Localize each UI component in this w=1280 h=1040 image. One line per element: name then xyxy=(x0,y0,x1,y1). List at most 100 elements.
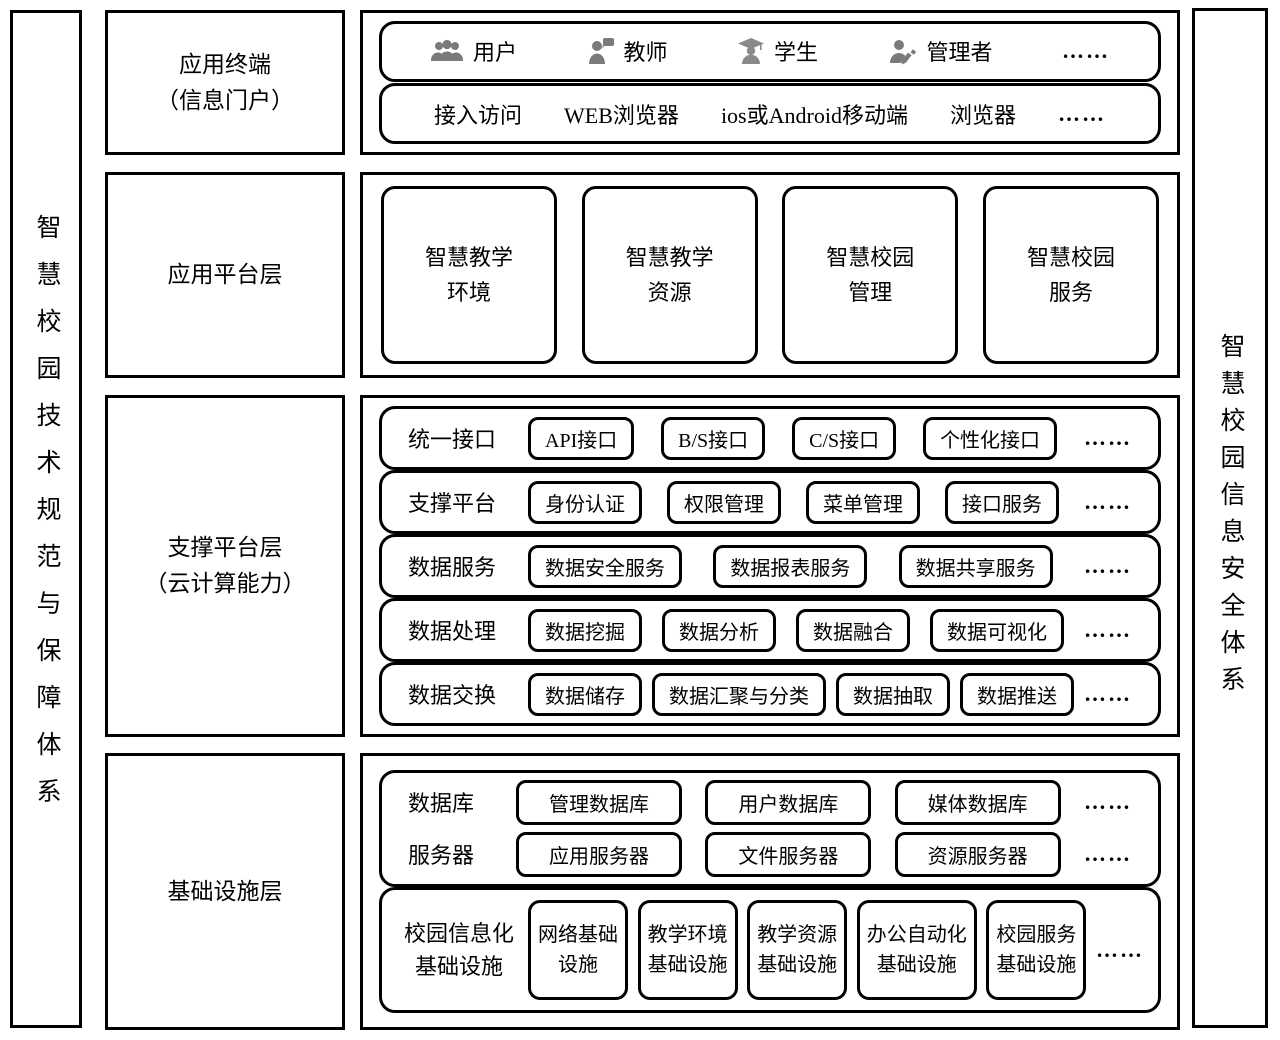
platform-content: 智慧教学 环境 智慧教学 资源 智慧校园 管理 智慧校园 服务 xyxy=(360,172,1180,378)
student-icon xyxy=(737,37,765,65)
database-box: 媒体数据库 xyxy=(894,779,1061,825)
plat-box-line: 资源 xyxy=(647,280,692,305)
cbox-line: 教学环境 xyxy=(647,923,728,946)
row-ellipsis: …… xyxy=(1083,553,1132,578)
srow-label: 支撑平台 xyxy=(408,491,497,516)
terminal-access-row: 接入访问 WEB浏览器 ios或Android移动端 浏览器 …… xyxy=(379,83,1161,145)
student-item: 学生 xyxy=(737,35,818,67)
users-icon xyxy=(430,38,464,64)
support-layer-label: 支撑平台层 （云计算能力） xyxy=(105,395,345,737)
data-processing-box: 数据挖掘 xyxy=(528,608,642,652)
row-ellipsis: …… xyxy=(1084,489,1132,514)
data-exchange-box: 数据汇聚与分类 xyxy=(652,672,826,716)
cbox-line: 基础设施 xyxy=(647,953,728,976)
terminal-layer-label: 应用终端 （信息门户） xyxy=(105,10,345,155)
platform-layer-label: 应用平台层 xyxy=(105,172,345,378)
plat-box-line: 智慧教学 xyxy=(625,244,714,270)
campus-infra-box-campus-svc: 校园服务 基础设施 xyxy=(986,899,1087,1000)
platform-box-teaching-res: 智慧教学 资源 xyxy=(581,186,758,364)
infrastructure-label: 基础设施层 xyxy=(167,878,283,904)
database-row: 数据库 管理数据库 用户数据库 媒体数据库 …… xyxy=(408,779,1132,825)
support-row-data-exchange: 数据交换 数据储存 数据汇聚与分类 数据抽取 数据推送 …… xyxy=(379,662,1161,726)
campus-infra-box-office-auto: 办公自动化 基础设施 xyxy=(856,899,977,1000)
server-box: 文件服务器 xyxy=(705,831,872,877)
data-exchange-box: 数据储存 xyxy=(528,672,642,716)
campus-infra-box-teaching-env: 教学环境 基础设施 xyxy=(637,899,738,1000)
irow-label: 数据库 xyxy=(408,791,475,817)
plat-box-line: 智慧教学 xyxy=(424,244,513,270)
plat-box-line: 管理 xyxy=(848,280,893,305)
cbox-line: 办公自动化 xyxy=(866,923,967,946)
right-security-bar: 智慧校园信息安全体系 xyxy=(1192,8,1268,1028)
cbox-line: 设施 xyxy=(558,953,598,976)
access-ellipsis: …… xyxy=(1058,100,1106,126)
row-ellipsis: …… xyxy=(1084,681,1132,706)
support-label-line1: 支撑平台层 xyxy=(167,535,283,561)
support-row-support-platform: 支撑平台 身份认证 权限管理 菜单管理 接口服务 …… xyxy=(379,470,1161,534)
terminal-users-row: 用户 教师 学生 xyxy=(379,20,1161,82)
platform-label: 应用平台层 xyxy=(167,262,283,288)
srow-label: 统一接口 xyxy=(408,427,497,452)
access-item: 浏览器 xyxy=(949,102,1016,128)
campus-infra-group: 校园信息化 基础设施 网络基础 设施 教学环境 基础设施 教学资源 基础设施 办… xyxy=(379,886,1161,1013)
data-service-box: 数据安全服务 xyxy=(528,544,682,588)
database-box: 管理数据库 xyxy=(516,779,682,825)
right-bar-title: 智慧校园信息安全体系 xyxy=(1217,333,1244,703)
support-row-unified-interface: 统一接口 API接口 B/S接口 C/S接口 个性化接口 …… xyxy=(379,406,1161,470)
campus-infra-box-teaching-res: 教学资源 基础设施 xyxy=(747,899,848,1000)
support-row-data-service: 数据服务 数据安全服务 数据报表服务 数据共享服务 …… xyxy=(379,534,1161,598)
plat-box-line: 智慧校园 xyxy=(826,244,915,270)
srow-label: 数据处理 xyxy=(408,619,497,644)
plat-box-line: 环境 xyxy=(446,280,491,305)
support-box: 菜单管理 xyxy=(806,480,920,524)
access-item: 接入访问 xyxy=(434,102,523,128)
data-processing-box: 数据分析 xyxy=(662,608,776,652)
srow-label: 数据服务 xyxy=(408,555,497,580)
server-box: 应用服务器 xyxy=(516,831,682,877)
user-label: 用户 xyxy=(473,40,518,66)
data-processing-box: 数据可视化 xyxy=(930,608,1064,652)
plat-box-line: 智慧校园 xyxy=(1026,244,1115,270)
interface-box: C/S接口 xyxy=(792,416,897,460)
access-item: ios或Android移动端 xyxy=(720,102,908,128)
teacher-item: 教师 xyxy=(587,35,668,67)
cbox-line: 网络基础 xyxy=(538,923,618,946)
server-box: 资源服务器 xyxy=(894,831,1061,877)
database-box: 用户数据库 xyxy=(705,779,872,825)
terminal-content: 用户 教师 学生 xyxy=(360,10,1180,155)
support-box: 身份认证 xyxy=(528,480,642,524)
cbox-line: 教学资源 xyxy=(757,923,838,946)
cbox-line: 基础设施 xyxy=(876,953,957,976)
row-ellipsis: …… xyxy=(1083,425,1132,450)
srow-label: 数据交换 xyxy=(408,683,497,708)
interface-box: API接口 xyxy=(528,416,635,460)
campus-infra-label: 校园信息化 基础设施 xyxy=(396,917,522,983)
admin-item: 管理者 xyxy=(888,35,993,67)
row-ellipsis: …… xyxy=(1083,789,1132,815)
platform-box-campus-mgmt: 智慧校园 管理 xyxy=(782,186,959,364)
data-exchange-box: 数据推送 xyxy=(960,672,1074,716)
terminal-label-line1: 应用终端 xyxy=(179,51,271,77)
admin-label: 管理者 xyxy=(926,40,993,66)
support-row-data-processing: 数据处理 数据挖掘 数据分析 数据融合 数据可视化 …… xyxy=(379,598,1161,662)
platform-box-teaching-env: 智慧教学 环境 xyxy=(381,186,557,364)
support-content: 统一接口 API接口 B/S接口 C/S接口 个性化接口 …… 支撑平台 身份认… xyxy=(360,395,1180,737)
data-service-box: 数据共享服务 xyxy=(898,544,1053,588)
data-exchange-box: 数据抽取 xyxy=(836,672,950,716)
access-item: WEB浏览器 xyxy=(564,102,679,128)
data-service-box: 数据报表服务 xyxy=(713,544,868,588)
interface-box: B/S接口 xyxy=(661,416,766,460)
infrastructure-content: 数据库 管理数据库 用户数据库 媒体数据库 …… 服务器 应用服务器 文件服务器… xyxy=(360,753,1180,1030)
cbox-line: 基础设施 xyxy=(996,953,1077,976)
interface-box: 个性化接口 xyxy=(923,416,1058,460)
campus-label-line: 校园信息化 xyxy=(403,920,514,946)
cbox-line: 校园服务 xyxy=(996,923,1077,946)
infrastructure-layer-label: 基础设施层 xyxy=(105,753,345,1030)
platform-box-campus-svc: 智慧校园 服务 xyxy=(982,186,1159,364)
row-ellipsis: …… xyxy=(1084,617,1132,642)
campus-label-line: 基础设施 xyxy=(414,953,503,979)
data-processing-box: 数据融合 xyxy=(796,608,910,652)
terminal-label-line2: （信息门户） xyxy=(156,87,294,113)
irow-label: 服务器 xyxy=(408,843,475,869)
db-server-group: 数据库 管理数据库 用户数据库 媒体数据库 …… 服务器 应用服务器 文件服务器… xyxy=(379,770,1161,887)
